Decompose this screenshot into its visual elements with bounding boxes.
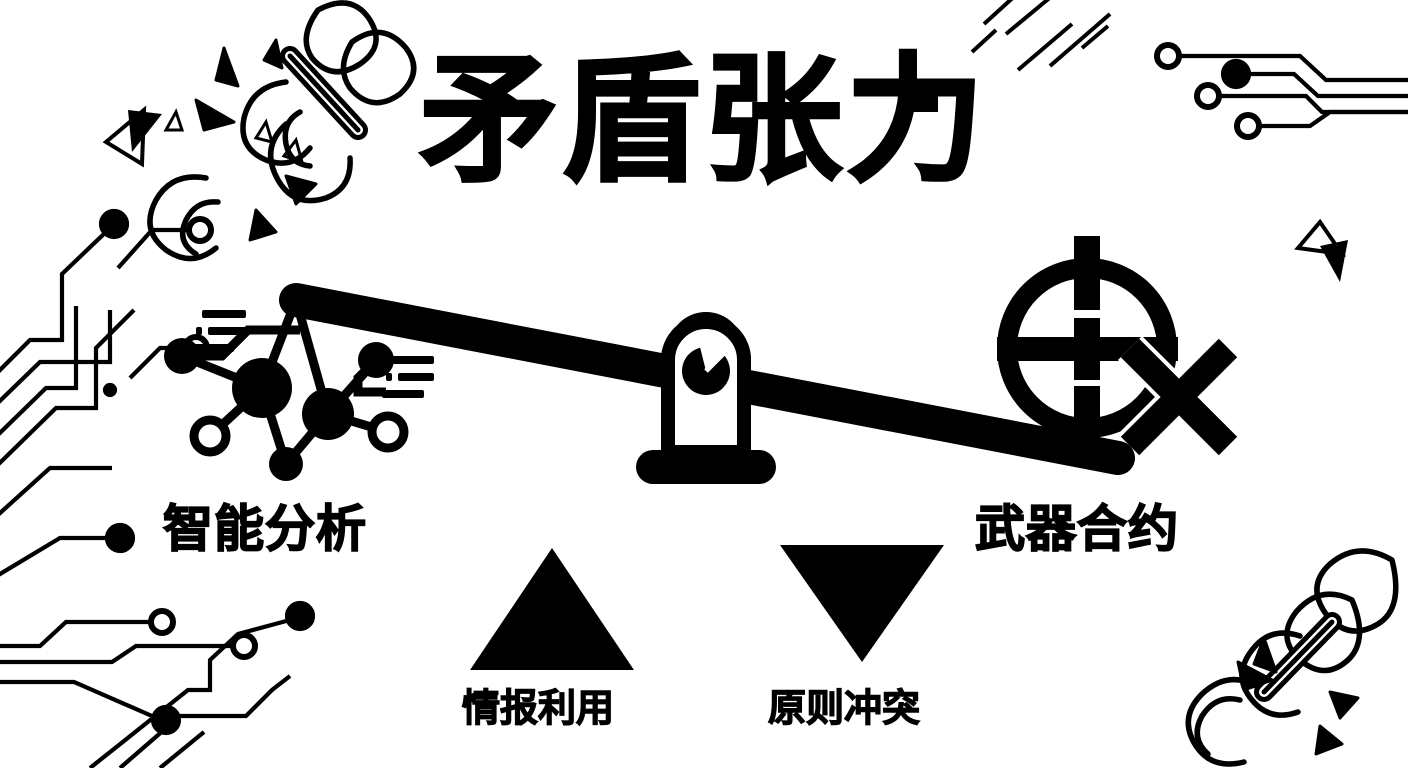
indicator-label-intelligence: 情报利用 (461, 685, 615, 730)
crosshair-target-x-icon (997, 236, 1241, 460)
triangle-up-icon (470, 548, 634, 670)
circuit-traces-icon (0, 208, 214, 577)
page-title: 矛盾张力 (418, 40, 988, 201)
broken-chain-icon (1185, 548, 1399, 767)
right-pan-label: 武器合约 (974, 499, 1179, 559)
triangle-arrow-marker-icon (1294, 218, 1348, 282)
gauge-fulcrum-icon (636, 312, 776, 484)
network-graph-icon (164, 295, 434, 481)
square-block-icon (912, 82, 938, 112)
triangle-down-icon (780, 545, 944, 662)
indicator-label-principle: 原则冲突 (767, 685, 921, 730)
circuit-traces-icon (1154, 42, 1408, 140)
circuit-traces-icon (0, 600, 316, 768)
broken-chain-icon (147, 0, 417, 262)
left-pan-label: 智能分析 (162, 499, 367, 559)
triangle-arrow-marker-icon (102, 105, 305, 168)
